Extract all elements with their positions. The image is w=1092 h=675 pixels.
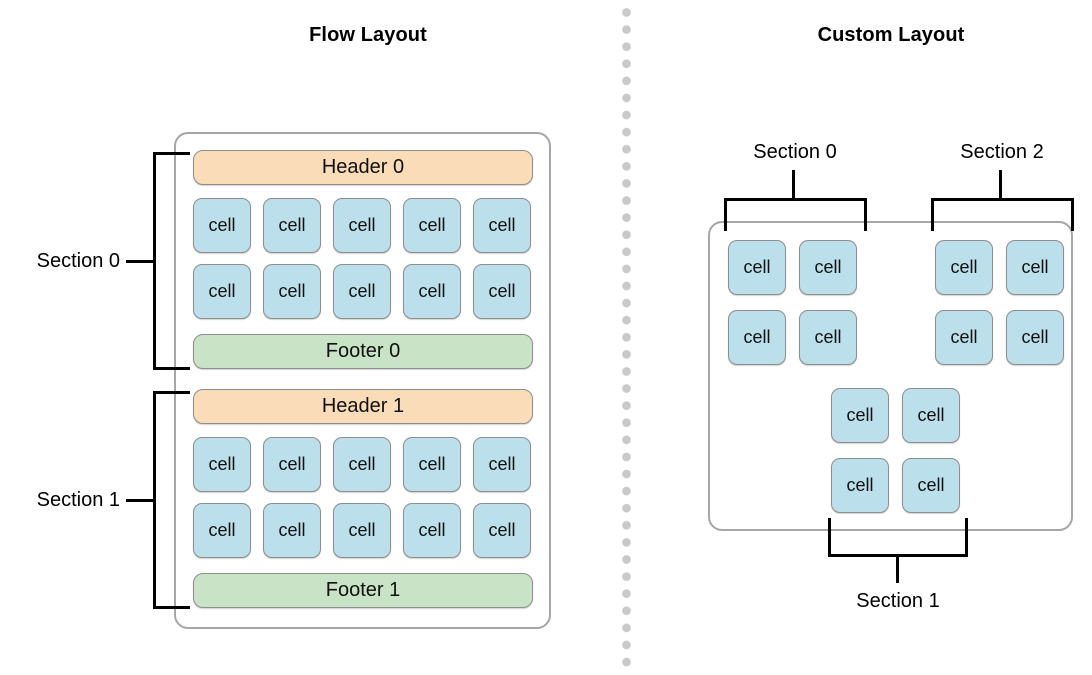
custom-section-0-cell[interactable]: cell [728,240,786,295]
bracket-custom-section-2-right-arm [1071,198,1074,231]
bracket-flow-section-0-stem [126,260,154,263]
bracket-custom-section-2-left-arm [931,198,934,231]
custom-section-0-cell[interactable]: cell [728,310,786,365]
flow-section-0-header[interactable]: Header 0 [193,150,533,185]
bracket-flow-section-0-spine [153,152,156,370]
bracket-custom-section-0-right-arm [864,198,867,231]
flow-section-0-cell[interactable]: cell [473,264,531,319]
flow-section-0-cell[interactable]: cell [403,264,461,319]
label-custom-section-1: Section 1 [856,590,940,612]
flow-section-1-footer[interactable]: Footer 1 [193,573,533,608]
bracket-flow-section-1-spine [153,391,156,609]
page-title-custom-layout: Custom Layout [817,24,965,46]
label-flow-section-0: Section 0 [36,250,120,272]
bracket-custom-section-0-left-arm [724,198,727,231]
label-custom-section-2: Section 2 [960,141,1044,163]
label-custom-section-0: Section 0 [753,141,837,163]
bracket-custom-section-2-stem [999,170,1002,199]
flow-section-0-cell[interactable]: cell [403,198,461,253]
custom-section-2-cell[interactable]: cell [1006,240,1064,295]
flow-section-1-cell[interactable]: cell [473,437,531,492]
page-title-flow-layout: Flow Layout [309,24,427,46]
bracket-custom-section-0-stem [792,170,795,199]
flow-section-0-cell[interactable]: cell [333,264,391,319]
flow-section-0-cell[interactable]: cell [263,264,321,319]
flow-section-1-cell[interactable]: cell [263,437,321,492]
flow-section-0-cell[interactable]: cell [473,198,531,253]
flow-section-0-cell[interactable]: cell [193,198,251,253]
vertical-dotted-divider [622,8,631,668]
bracket-flow-section-0-top-arm [153,152,190,155]
flow-section-1-cell[interactable]: cell [193,437,251,492]
bracket-flow-section-0-bottom-arm [153,367,190,370]
bracket-custom-section-1-left-arm [828,518,831,557]
bracket-flow-section-1-top-arm [153,391,190,394]
flow-section-0-cell[interactable]: cell [263,198,321,253]
flow-section-1-cell[interactable]: cell [333,437,391,492]
custom-section-0-cell[interactable]: cell [799,310,857,365]
custom-section-1-cell[interactable]: cell [831,388,889,443]
bracket-custom-section-0-span [724,198,867,201]
bracket-flow-section-1-stem [126,499,154,502]
label-flow-section-1: Section 1 [36,489,120,511]
flow-section-1-header[interactable]: Header 1 [193,389,533,424]
flow-section-1-cell[interactable]: cell [403,503,461,558]
bracket-custom-section-2-span [931,198,1074,201]
custom-section-2-cell[interactable]: cell [935,240,993,295]
custom-section-1-cell[interactable]: cell [902,458,960,513]
custom-section-1-cell[interactable]: cell [902,388,960,443]
flow-section-0-cell[interactable]: cell [333,198,391,253]
custom-section-2-cell[interactable]: cell [1006,310,1064,365]
flow-section-1-cell[interactable]: cell [403,437,461,492]
flow-section-1-cell[interactable]: cell [473,503,531,558]
flow-section-1-cell[interactable]: cell [263,503,321,558]
bracket-custom-section-1-stem [896,554,899,583]
flow-section-1-cell[interactable]: cell [333,503,391,558]
custom-section-1-cell[interactable]: cell [831,458,889,513]
flow-section-1-cell[interactable]: cell [193,503,251,558]
flow-section-0-cell[interactable]: cell [193,264,251,319]
bracket-flow-section-1-bottom-arm [153,606,190,609]
flow-section-0-footer[interactable]: Footer 0 [193,334,533,369]
bracket-custom-section-1-right-arm [965,518,968,557]
custom-section-0-cell[interactable]: cell [799,240,857,295]
custom-section-2-cell[interactable]: cell [935,310,993,365]
